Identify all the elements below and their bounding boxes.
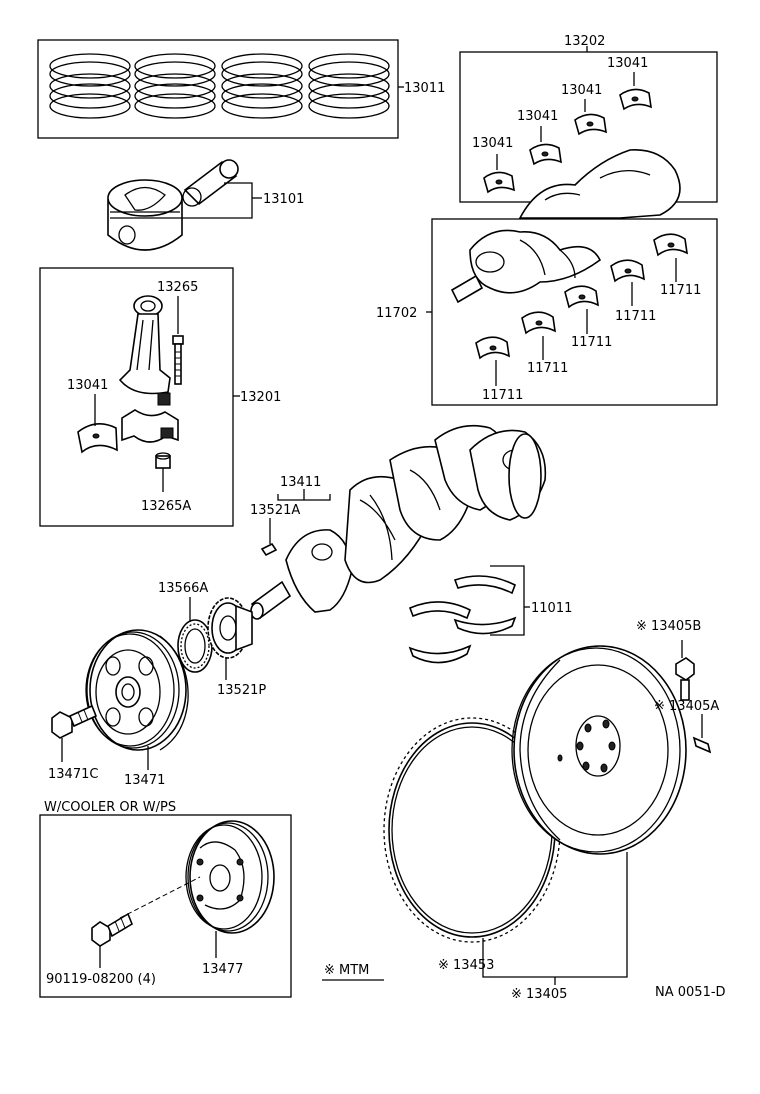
main-bearing-shell-3 (564, 285, 600, 309)
thrust-washer-group: 11011 (408, 565, 572, 664)
crankshaft-pulley-13471 (85, 629, 189, 751)
piston-rings-box (37, 39, 399, 139)
label-13101: 13101 (263, 192, 304, 207)
label-13521P: 13521P (217, 683, 266, 698)
flywheel-bolt-13405B (675, 657, 695, 701)
label-13201: 13201 (240, 390, 281, 405)
rod-cap (121, 409, 179, 443)
label-13041-d: 13041 (607, 56, 648, 71)
crank-silhouette-upper (518, 149, 681, 219)
label-11711-c: 11711 (571, 335, 612, 350)
key-13521A (260, 542, 278, 557)
rod-nut-13265A (155, 452, 171, 469)
bearing-set-13202-group: 13202 13041 13041 13041 13041 (459, 34, 718, 219)
thrust-washer-1 (453, 575, 517, 595)
rod-bearing-shell (77, 423, 118, 454)
bearing-shell-3 (574, 113, 607, 136)
bearing-shell-4 (619, 88, 652, 111)
label-11711-e: 11711 (660, 283, 701, 298)
rod-bolt-13265 (172, 335, 184, 385)
label-13041-rod: 13041 (67, 378, 108, 393)
label-13566A: 13566A (158, 581, 208, 596)
connecting-rod-group: 13201 13265 13041 (39, 267, 281, 527)
label-11711-b: 11711 (527, 361, 568, 376)
label-13453: ※ 13453 (438, 958, 494, 973)
label-13521A: 13521A (250, 503, 300, 518)
cooler-option-group: W/COOLER OR W/PS 90119-08200 (4) 13477 (39, 800, 292, 998)
thrust-washer-4 (408, 644, 472, 664)
main-bearing-shell-4 (610, 259, 646, 283)
label-13202: 13202 (564, 34, 605, 49)
main-bearing-group: 11702 11711 11711 11711 11711 1171 (376, 218, 718, 406)
piston-crown (107, 179, 183, 217)
thrust-washer-3 (453, 616, 517, 635)
ring-set-2 (134, 53, 216, 119)
connecting-rod (118, 295, 171, 406)
crankshaft-timing-gear-13521P (207, 597, 253, 659)
label-13405: ※ 13405 (511, 987, 567, 1002)
main-bearing-shell-1 (475, 336, 511, 360)
connecting-rod-box (39, 267, 234, 527)
label-13041-a: 13041 (472, 136, 513, 151)
bearing-shell-2 (529, 143, 562, 166)
ring-set-3 (221, 53, 303, 119)
crankshaft-thumbnail (450, 229, 602, 304)
label-13011: 13011 (404, 81, 445, 96)
pulley-bolt-90119 (91, 912, 133, 947)
ring-set-1 (49, 53, 131, 119)
label-13041-b: 13041 (517, 109, 558, 124)
label-90119: 90119-08200 (4) (46, 972, 156, 987)
crankshaft-pulley-13477 (185, 820, 275, 934)
label-13265A: 13265A (141, 499, 191, 514)
pulley-bolt-13471C (51, 704, 98, 739)
label-13471C: 13471C (48, 767, 98, 782)
label-11711-d: 11711 (615, 309, 656, 324)
cooler-note: W/COOLER OR W/PS (44, 800, 176, 815)
crankshaft (250, 424, 547, 620)
flywheel-13405 (511, 645, 687, 855)
piston-rings-group: 13011 (37, 39, 445, 139)
crankshaft-group: 13411 13521A (250, 424, 547, 620)
main-bearing-shell-5 (653, 233, 689, 257)
mtm-note: ※ MTM (324, 963, 369, 978)
piston-pin (182, 159, 239, 207)
label-13265: 13265 (157, 280, 198, 295)
label-13405B: ※ 13405B (636, 619, 701, 634)
label-13477: 13477 (202, 962, 243, 977)
dowel-pin-13405A (692, 736, 712, 754)
reference-code: NA 0051-D (655, 985, 726, 1000)
thrust-washer-2 (408, 601, 472, 620)
label-13041-c: 13041 (561, 83, 602, 98)
cooler-option-box (39, 814, 292, 998)
ring-set-4 (308, 53, 390, 119)
label-13471: 13471 (124, 773, 165, 788)
label-11711-a: 11711 (482, 388, 523, 403)
bearing-shell-1 (483, 171, 515, 194)
oil-seal-spacer-13566A (177, 619, 213, 673)
main-bearing-shell-2 (521, 311, 557, 335)
label-13405A: ※ 13405A (654, 699, 719, 714)
label-13411: 13411 (280, 475, 321, 490)
piston-group: 13101 (107, 159, 304, 251)
label-11011: 11011 (531, 601, 572, 616)
label-11702: 11702 (376, 306, 417, 321)
